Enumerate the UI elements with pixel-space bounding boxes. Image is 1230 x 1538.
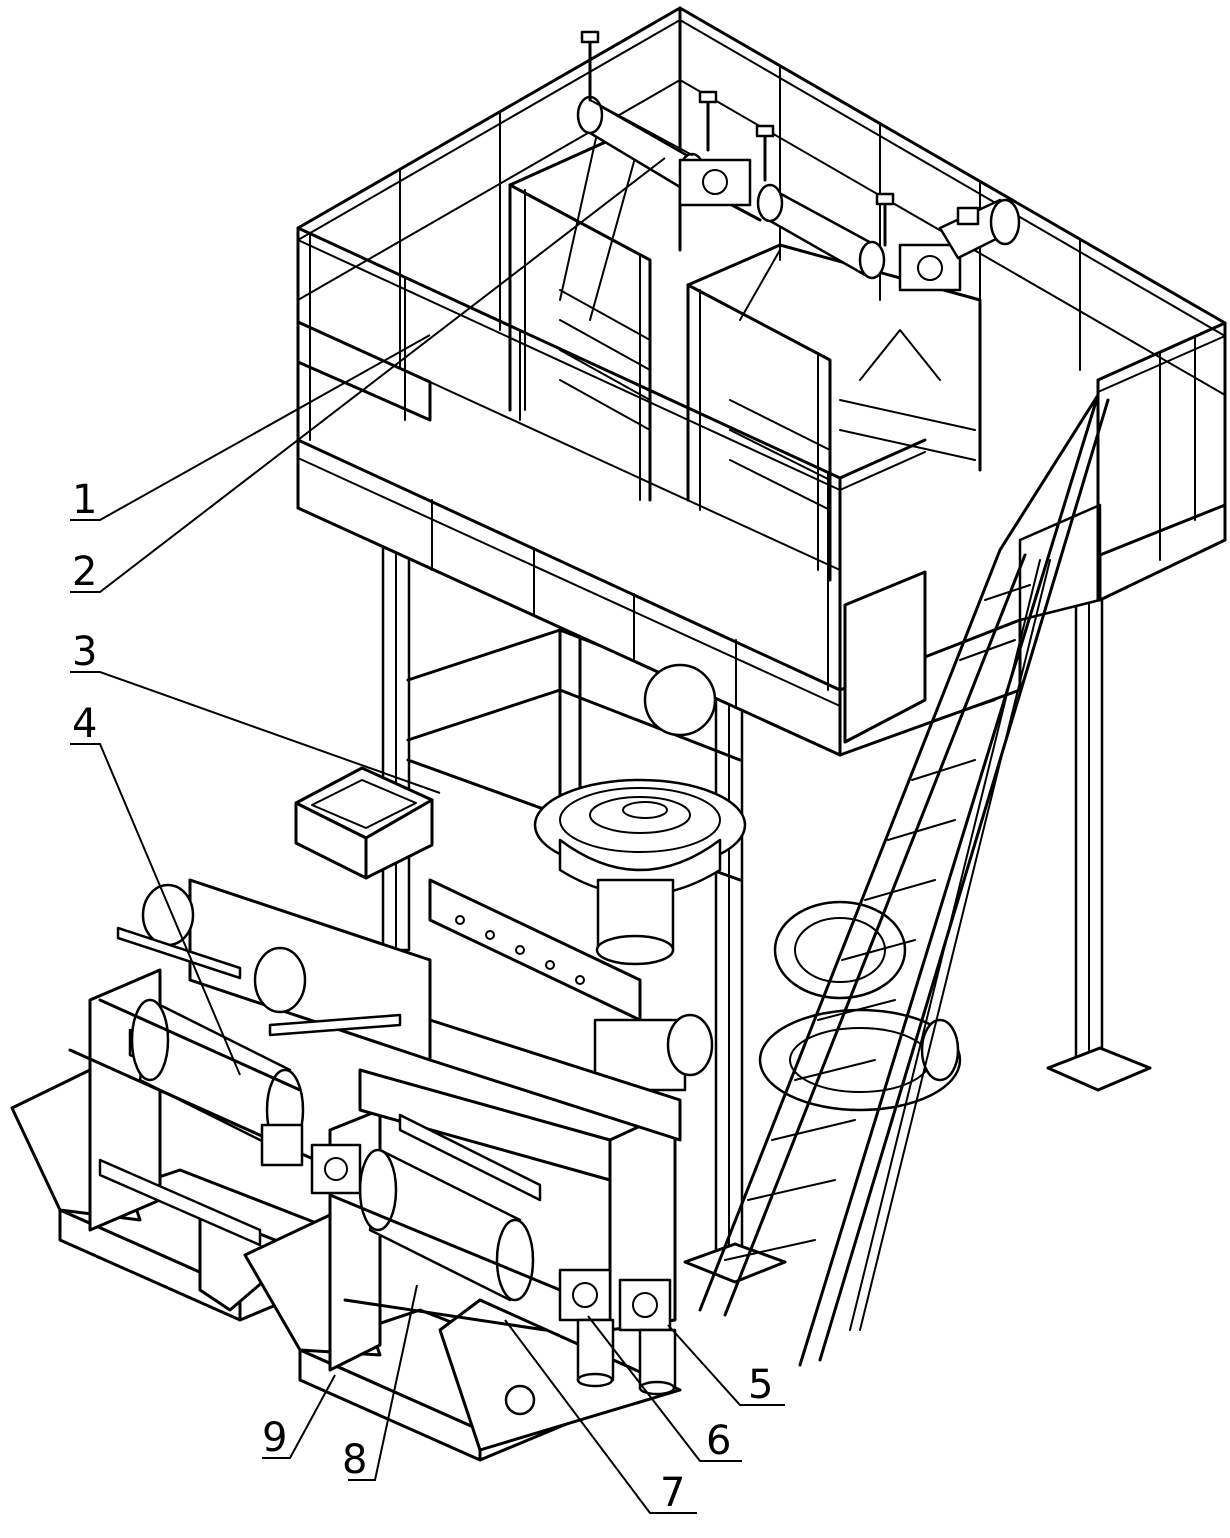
callout-leader-6 — [587, 1315, 742, 1462]
haul-off-motor — [938, 198, 1021, 260]
die-head-assembly — [294, 663, 962, 1112]
callout-leaders — [70, 157, 785, 1514]
callout-3: 3 — [72, 629, 97, 675]
callout-9: 9 — [262, 1415, 287, 1461]
nip-roller — [756, 183, 886, 280]
callout-1: 1 — [72, 477, 97, 523]
callout-leader-3 — [70, 671, 441, 794]
callout-7: 7 — [660, 1470, 685, 1516]
gearbox — [678, 158, 752, 207]
callout-5: 5 — [748, 1362, 773, 1408]
material-hopper — [294, 766, 434, 880]
callout-leader-1 — [70, 334, 431, 521]
callout-leader-9 — [262, 1374, 336, 1459]
winder-drive — [260, 1123, 362, 1195]
callout-leader-8 — [348, 1284, 418, 1481]
winder-drive — [558, 1268, 677, 1396]
callout-4: 4 — [72, 701, 97, 747]
callout-labels: 1 2 3 4 5 6 7 8 9 — [72, 477, 773, 1516]
winder-unit-right — [243, 1018, 682, 1462]
railing-kick-plate-right — [843, 570, 927, 744]
railing-front — [296, 226, 842, 480]
winder-motor — [576, 1318, 615, 1382]
callout-leader-4 — [70, 743, 241, 1076]
callout-2: 2 — [72, 549, 97, 595]
callout-leader-2 — [70, 157, 666, 593]
callout-leader-5 — [667, 1324, 785, 1406]
winder-side-frame — [438, 1298, 682, 1452]
gearbox — [898, 243, 962, 292]
access-staircase — [698, 393, 1110, 1367]
winding-roller — [398, 1113, 542, 1202]
callout-leader-7 — [504, 1319, 697, 1514]
platform-deck-front — [296, 438, 842, 757]
haul-off-unit — [508, 30, 1021, 582]
base-plate — [1046, 1046, 1152, 1092]
base-plate — [683, 1242, 787, 1284]
winder-motor — [638, 1328, 677, 1390]
callout-8: 8 — [342, 1437, 367, 1483]
railing-back — [296, 6, 1227, 325]
callout-6: 6 — [706, 1418, 731, 1464]
